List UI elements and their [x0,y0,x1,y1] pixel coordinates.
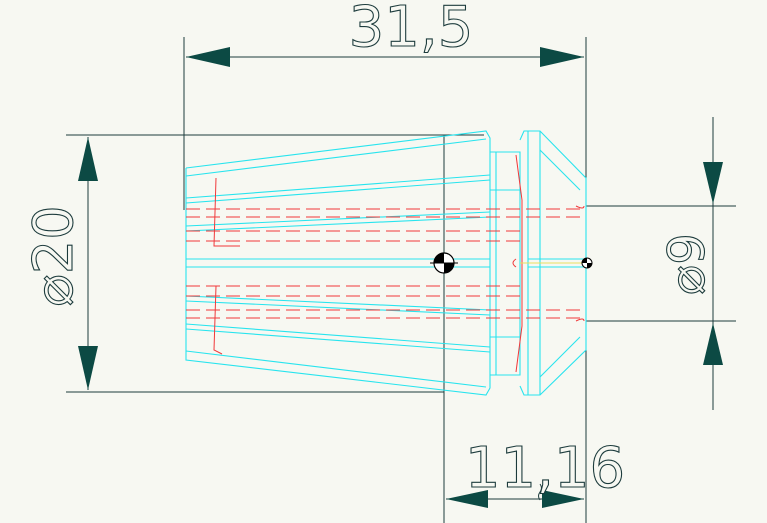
arrow-bottom [78,346,98,390]
centroid-symbol-icon [430,252,458,274]
centroid-symbol-icon [581,257,593,269]
arrow-left [446,490,488,508]
hidden-lines [186,154,585,373]
arrow-top [78,137,98,181]
arrow-bottom [703,323,723,365]
outer-diameter-label: ⌀20 [22,205,85,306]
dimension-outer-diameter: ⌀20 [21,134,484,393]
arrow-right [540,47,584,67]
overall-length-label: 31,5 [349,0,474,60]
dimension-front-offset: 11,16 [443,135,626,523]
front-offset-label: 11,16 [465,436,625,501]
arrow-right [542,490,584,508]
dimension-overall-length: 31,5 [183,0,587,523]
arrow-left [186,47,230,67]
dimension-bore-diameter: ⌀9 [586,117,736,410]
arrow-top [703,162,723,204]
bore-diameter-label: ⌀9 [658,233,716,295]
